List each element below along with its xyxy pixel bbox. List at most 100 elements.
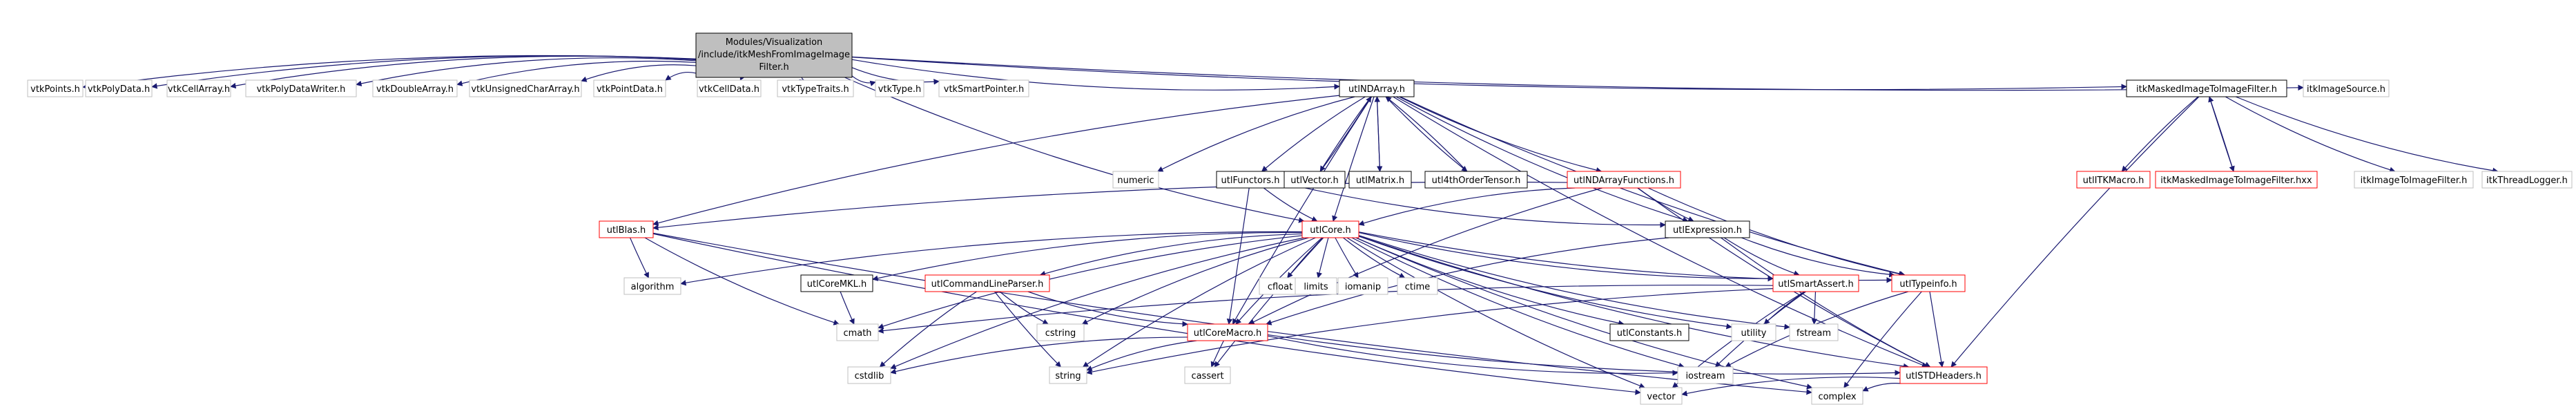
node-label-utlSmartAssert: utlSmartAssert.h [1778, 279, 1854, 290]
edge-utlCore-to-utlSmartAssert [1358, 231, 1774, 282]
edge-utlTypeinfo-to-utlSTDHeaders [1929, 291, 1944, 368]
node-utility[interactable]: utility [1731, 323, 1776, 341]
edge-root-to-vtkCellArray [230, 55, 697, 89]
node-box-utlMatrix [1348, 171, 1412, 189]
edge-utlCore-to-ctime [1343, 237, 1406, 278]
node-iostream[interactable]: iostream [1677, 366, 1734, 384]
node-label-utlTypeinfo: utlTypeinfo.h [1899, 279, 1957, 290]
node-iomanip[interactable]: iomanip [1337, 277, 1388, 295]
node-cstring[interactable]: cstring [1036, 323, 1085, 341]
node-vtkSmartPointer[interactable]: vtkSmartPointer.h [938, 79, 1029, 97]
node-vector[interactable]: vector [1640, 387, 1683, 405]
node-utlFunctors[interactable]: utlFunctors.h [1216, 171, 1285, 189]
node-utlNDArray[interactable]: utlNDArray.h [1339, 79, 1415, 97]
node-complex[interactable]: complex [1811, 387, 1863, 405]
node-label-cfloat: cfloat [1268, 282, 1292, 292]
node-label-vtkType: vtkType.h [878, 84, 922, 95]
node-label-root-line-1: /include/itkMeshFromImageImage [698, 50, 850, 60]
node-cstdlib[interactable]: cstdlib [847, 366, 891, 384]
edge-utlCore-to-fstream [1358, 235, 1790, 330]
node-utlSmartAssert[interactable]: utlSmartAssert.h [1772, 274, 1859, 292]
node-vtkPolyDataWriter[interactable]: vtkPolyDataWriter.h [245, 79, 357, 97]
node-label-itkThreadLogger: itkThreadLogger.h [2486, 176, 2568, 186]
node-itkThreadLogger[interactable]: itkThreadLogger.h [2481, 171, 2573, 189]
node-box-itkThreadLogger [2481, 171, 2573, 189]
node-algorithm[interactable]: algorithm [623, 277, 681, 295]
node-label-iomanip: iomanip [1345, 282, 1381, 292]
node-box-utlNDArrayFunctions [1567, 171, 1681, 189]
node-limits[interactable]: limits [1295, 277, 1337, 295]
node-box-itkMaskedImageToImageFilterHxx [2155, 171, 2318, 189]
node-label-iostream: iostream [1685, 371, 1725, 381]
node-itkImageSource[interactable]: itkImageSource.h [2303, 79, 2390, 97]
node-itkMaskedImageToImageFilterHxx[interactable]: itkMaskedImageToImageFilter.hxx [2155, 171, 2318, 189]
edge-utlNDArray-to-utlCore [1332, 96, 1375, 222]
node-vtkPoints[interactable]: vtkPoints.h [27, 79, 84, 97]
node-vtkCellArray[interactable]: vtkCellArray.h [166, 79, 231, 97]
edge-utlNDArrayFunctions-to-utlCore [1358, 187, 1576, 226]
node-label-utlNDArrayFunctions: utlNDArrayFunctions.h [1573, 176, 1674, 186]
node-vtkPointData[interactable]: vtkPointData.h [593, 79, 666, 97]
node-vtkCellData[interactable]: vtkCellData.h [697, 79, 762, 97]
node-cassert[interactable]: cassert [1184, 366, 1231, 384]
edge-utlCommandLineParser-to-cstring [999, 291, 1049, 325]
node-vtkTypeTraits[interactable]: vtkTypeTraits.h [777, 79, 854, 97]
node-vtkPolyData[interactable]: vtkPolyData.h [85, 79, 153, 97]
edge-utlFunctors-to-utlCore [1263, 187, 1318, 222]
node-utlVector[interactable]: utlVector.h [1284, 171, 1346, 189]
edge-utlExpression-to-utlTypeinfo [1741, 237, 1895, 278]
node-box-utlFunctors [1216, 171, 1285, 189]
node-ctime[interactable]: ctime [1397, 277, 1438, 295]
node-label-utlSTDHeaders: utlSTDHeaders.h [1906, 371, 1982, 381]
node-utlConstants[interactable]: utlConstants.h [1609, 323, 1689, 341]
node-label-string: string [1055, 371, 1081, 381]
node-itkImageToImageFilter[interactable]: itkImageToImageFilter.h [2354, 171, 2474, 189]
node-label-cstdlib: cstdlib [855, 371, 884, 381]
node-label-utlCore: utlCore.h [1310, 225, 1350, 236]
node-label-vtkCellArray: vtkCellArray.h [168, 84, 230, 95]
edge-utlNDArray-to-utlCoreMacro [1232, 96, 1373, 325]
node-utlCoreMKL[interactable]: utlCoreMKL.h [800, 274, 873, 292]
node-cmath[interactable]: cmath [836, 323, 879, 341]
node-label-utlNDArray: utlNDArray.h [1348, 84, 1405, 95]
edge-utlBlas-to-cmath [644, 237, 840, 325]
node-utlBlas[interactable]: utlBlas.h [599, 220, 654, 238]
edge-utlCore-to-utlConstants [1355, 237, 1625, 326]
node-box-vtkCellArray [166, 79, 231, 97]
node-utlTypeinfo[interactable]: utlTypeinfo.h [1891, 274, 1966, 292]
edge-utlNDArray-to-utl4thOrderTensor [1385, 96, 1468, 172]
node-utlITKMacro[interactable]: utlITKMacro.h [2076, 171, 2151, 189]
edge-utlCore-to-complex [1355, 237, 1813, 390]
node-label-complex: complex [1818, 392, 1856, 402]
edge-utlNDArray-to-utlVector [1319, 96, 1372, 172]
edge-utlCommandLineParser-to-string [994, 291, 1062, 368]
edge-utlFunctors-to-utlExpression [1284, 182, 1666, 228]
node-itkMaskedImageToImageFilter[interactable]: itkMaskedImageToImageFilter.h [2126, 79, 2287, 97]
node-utlCommandLineParser[interactable]: utlCommandLineParser.h [924, 274, 1050, 292]
node-box-utlSTDHeaders [1899, 366, 1988, 384]
node-box-vtkCellData [697, 79, 762, 97]
node-string[interactable]: string [1049, 366, 1087, 384]
node-label-utlExpression: utlExpression.h [1673, 225, 1742, 236]
node-cfloat[interactable]: cfloat [1259, 277, 1301, 295]
node-utlCore[interactable]: utlCore.h [1301, 220, 1359, 238]
node-utlCoreMacro[interactable]: utlCoreMacro.h [1187, 323, 1268, 341]
edge-utlCoreMacro-to-string [1086, 340, 1197, 371]
node-utlSTDHeaders[interactable]: utlSTDHeaders.h [1899, 366, 1988, 384]
edge-utlBlas-to-complex [652, 232, 1812, 395]
node-box-algorithm [623, 277, 681, 295]
node-vtkUnsignedCharArray[interactable]: vtkUnsignedCharArray.h [469, 79, 582, 97]
node-fstream[interactable]: fstream [1789, 323, 1839, 341]
node-utlMatrix[interactable]: utlMatrix.h [1348, 171, 1412, 189]
edge-utlCoreMKL-to-cmath [840, 291, 855, 325]
node-utl4thOrderTensor[interactable]: utl4thOrderTensor.h [1424, 171, 1528, 189]
node-label-vtkCellData: vtkCellData.h [699, 84, 759, 95]
node-vtkType[interactable]: vtkType.h [875, 79, 924, 97]
node-vtkDoubleArray[interactable]: vtkDoubleArray.h [372, 79, 458, 97]
node-root[interactable]: Modules/Visualization/include/itkMeshFro… [695, 32, 853, 78]
node-numeric[interactable]: numeric [1112, 171, 1159, 189]
node-box-vtkUnsignedCharArray [469, 79, 582, 97]
node-utlExpression[interactable]: utlExpression.h [1665, 220, 1750, 238]
edge-utlCore-to-cstdlib [890, 237, 1305, 370]
node-utlNDArrayFunctions[interactable]: utlNDArrayFunctions.h [1567, 171, 1681, 189]
